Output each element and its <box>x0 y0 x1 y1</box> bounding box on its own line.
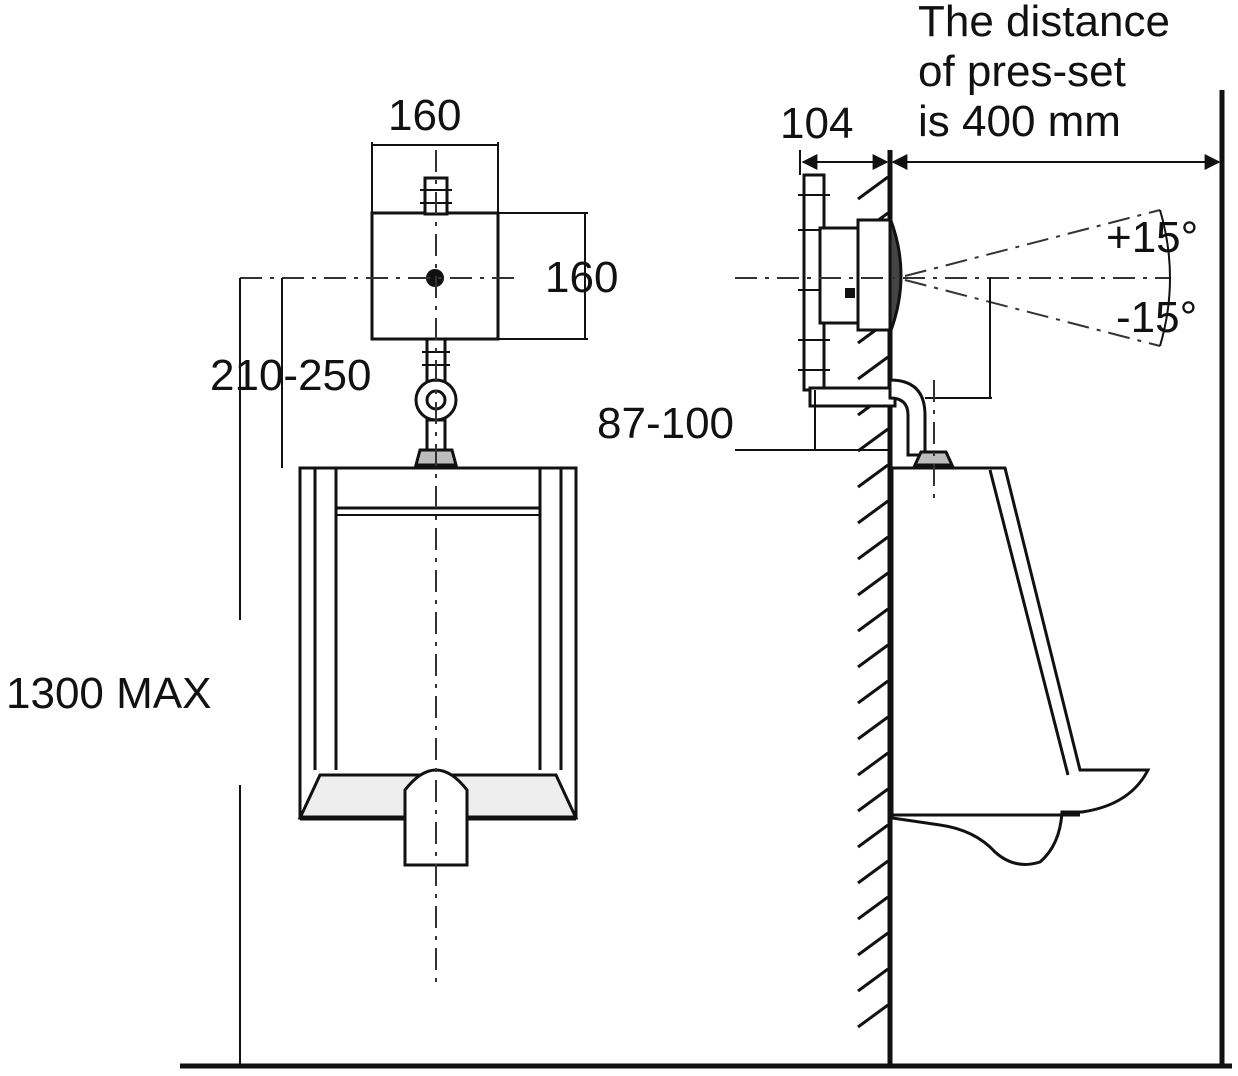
hatch-mark <box>857 175 889 201</box>
distance-label-line2: of pres-set <box>918 47 1126 96</box>
hatch-mark <box>857 499 889 525</box>
hatch-mark <box>857 823 889 849</box>
hatch-mark <box>857 1003 889 1029</box>
hatch-mark <box>857 859 889 885</box>
hatch-mark <box>857 607 889 633</box>
hatch-mark <box>857 895 889 921</box>
hatch-mark <box>857 427 889 453</box>
hatch-mark <box>857 643 889 669</box>
hatch-mark <box>857 967 889 993</box>
hatch-mark <box>857 355 889 381</box>
elbow-pipe-side <box>808 386 897 408</box>
wall-hatching <box>857 175 889 1029</box>
angle-down-label: -15° <box>1116 293 1197 342</box>
urinal-front <box>298 466 578 820</box>
drain-front <box>403 768 469 867</box>
hatch-mark <box>857 571 889 597</box>
hatch-mark <box>857 751 889 777</box>
hatch-mark <box>857 535 889 561</box>
distance-label-line3: is 400 mm <box>918 97 1121 146</box>
front-view: 160 160 210-250 1300 MAX <box>6 91 618 1066</box>
hatch-mark <box>857 463 889 489</box>
side-view: 87-100 104 The distance of pres-set is 4… <box>597 0 1225 1066</box>
front-height-label: 160 <box>545 253 618 302</box>
hatch-mark <box>857 679 889 705</box>
hatch-mark <box>857 715 889 741</box>
hatch-mark <box>857 787 889 813</box>
urinal-side <box>890 466 1151 866</box>
front-width-label: 160 <box>388 91 461 140</box>
front-range-label: 210-250 <box>210 351 371 400</box>
distance-label-line1: The distance <box>918 0 1170 46</box>
depth-label: 104 <box>780 99 853 148</box>
hatch-mark <box>857 931 889 957</box>
angle-up-label: +15° <box>1106 213 1198 262</box>
front-max-height-label: 1300 MAX <box>6 669 211 718</box>
pipe-offset-label: 87-100 <box>597 399 734 448</box>
